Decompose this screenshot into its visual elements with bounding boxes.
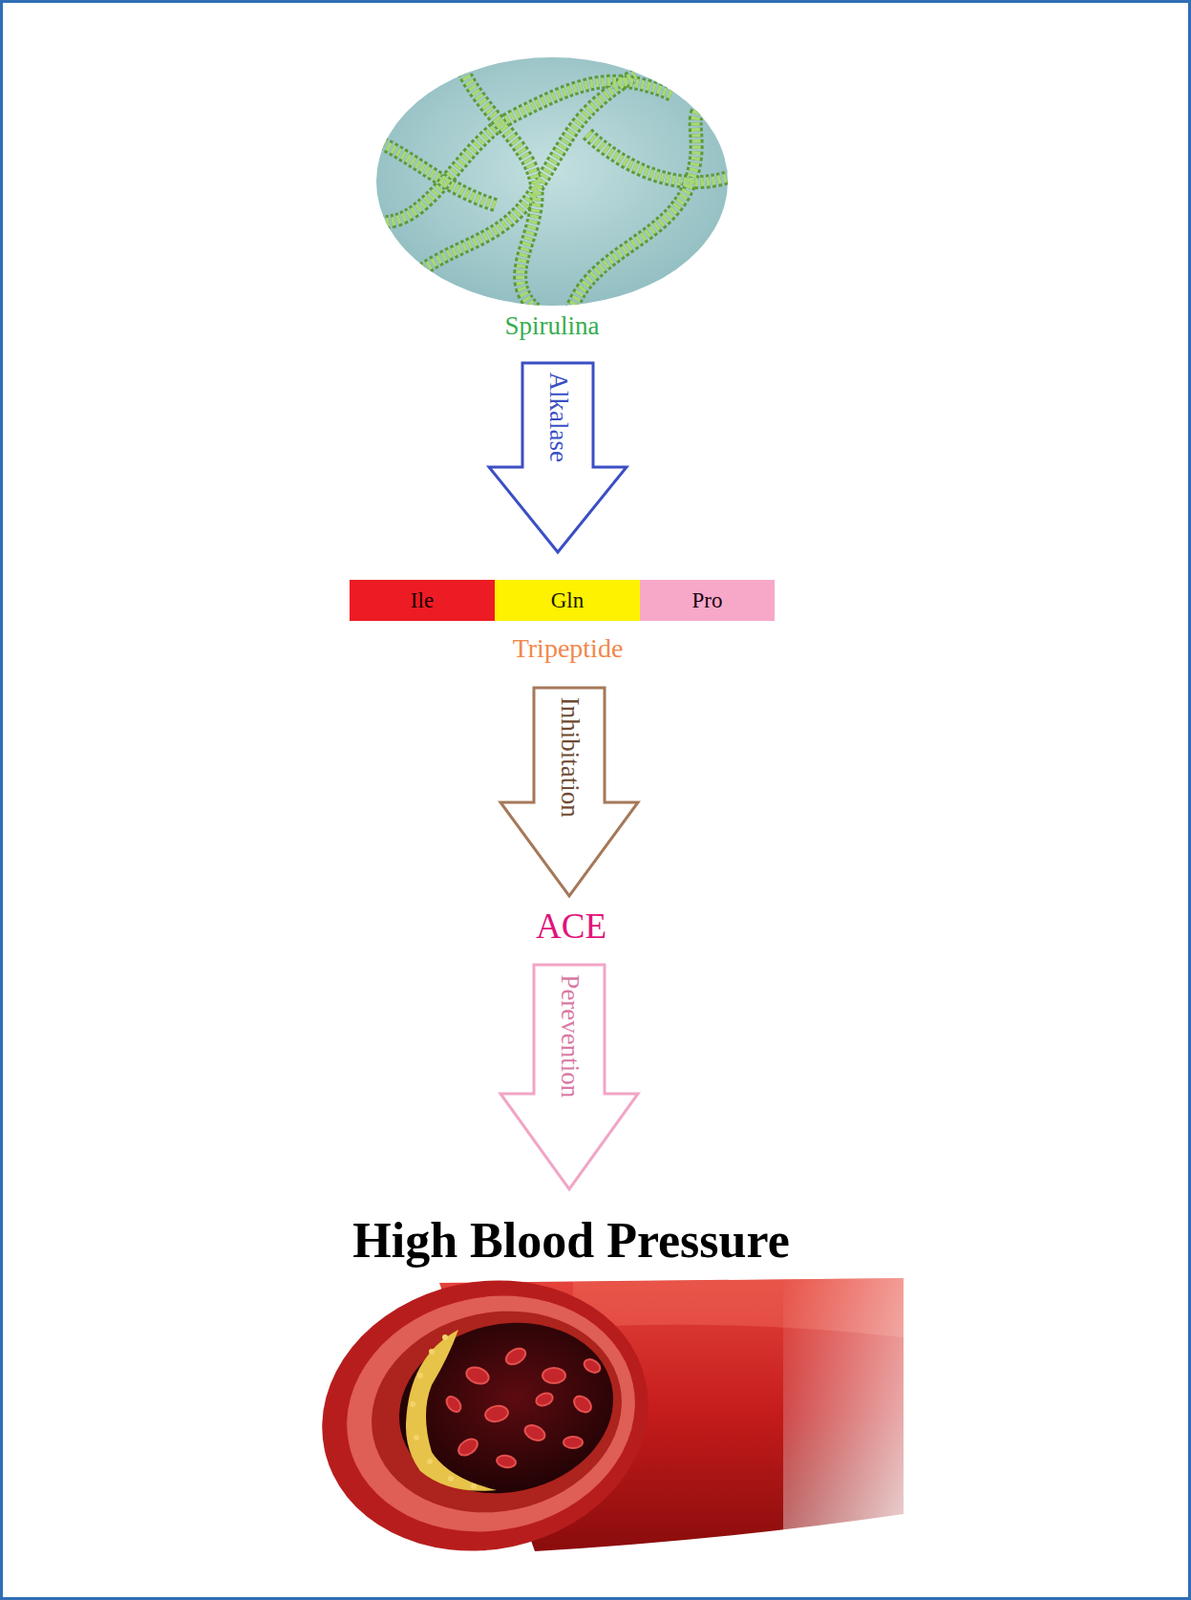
node-label: Tripeptide [349,634,787,664]
enzyme-node: ACE [469,895,673,965]
artery-wall-middle [324,1269,658,1558]
node-label: Ile [410,588,434,613]
artery-fade [783,1277,905,1555]
block-arrow [500,687,639,896]
plaque-dots [409,1334,477,1489]
block-arrow [489,362,627,553]
artery-picture [297,1250,905,1580]
node-label: Spirulina [366,312,738,341]
block-arrow [500,964,639,1190]
node-label: Pro [692,588,724,613]
spirulina-filaments [374,55,738,311]
blood-cells [444,1344,603,1468]
node-label: High Blood Pressure [231,1212,912,1268]
arrow-label: Inhibitation [554,697,584,818]
node-label: Gln [551,588,585,613]
artery-lumen [382,1302,630,1512]
artery-wall-inner [352,1288,640,1535]
condition-node: High Blood Pressure [231,1189,912,1572]
arrow-label: Perevention [554,974,584,1098]
amino-acid-cell: Ile [349,579,495,621]
plaque [405,1329,497,1491]
spirulina-picture [374,55,738,311]
peptide-band: Tripeptide Ile Gln Pro [349,552,787,688]
amino-acid-cell: Pro [639,579,775,621]
organism-node: Spirulina [366,52,738,363]
artery-wall-outer [297,1250,675,1580]
amino-acid-cell: Gln [494,579,640,621]
arrow-label: Alkalase [543,372,573,463]
node-label: ACE [469,907,673,947]
